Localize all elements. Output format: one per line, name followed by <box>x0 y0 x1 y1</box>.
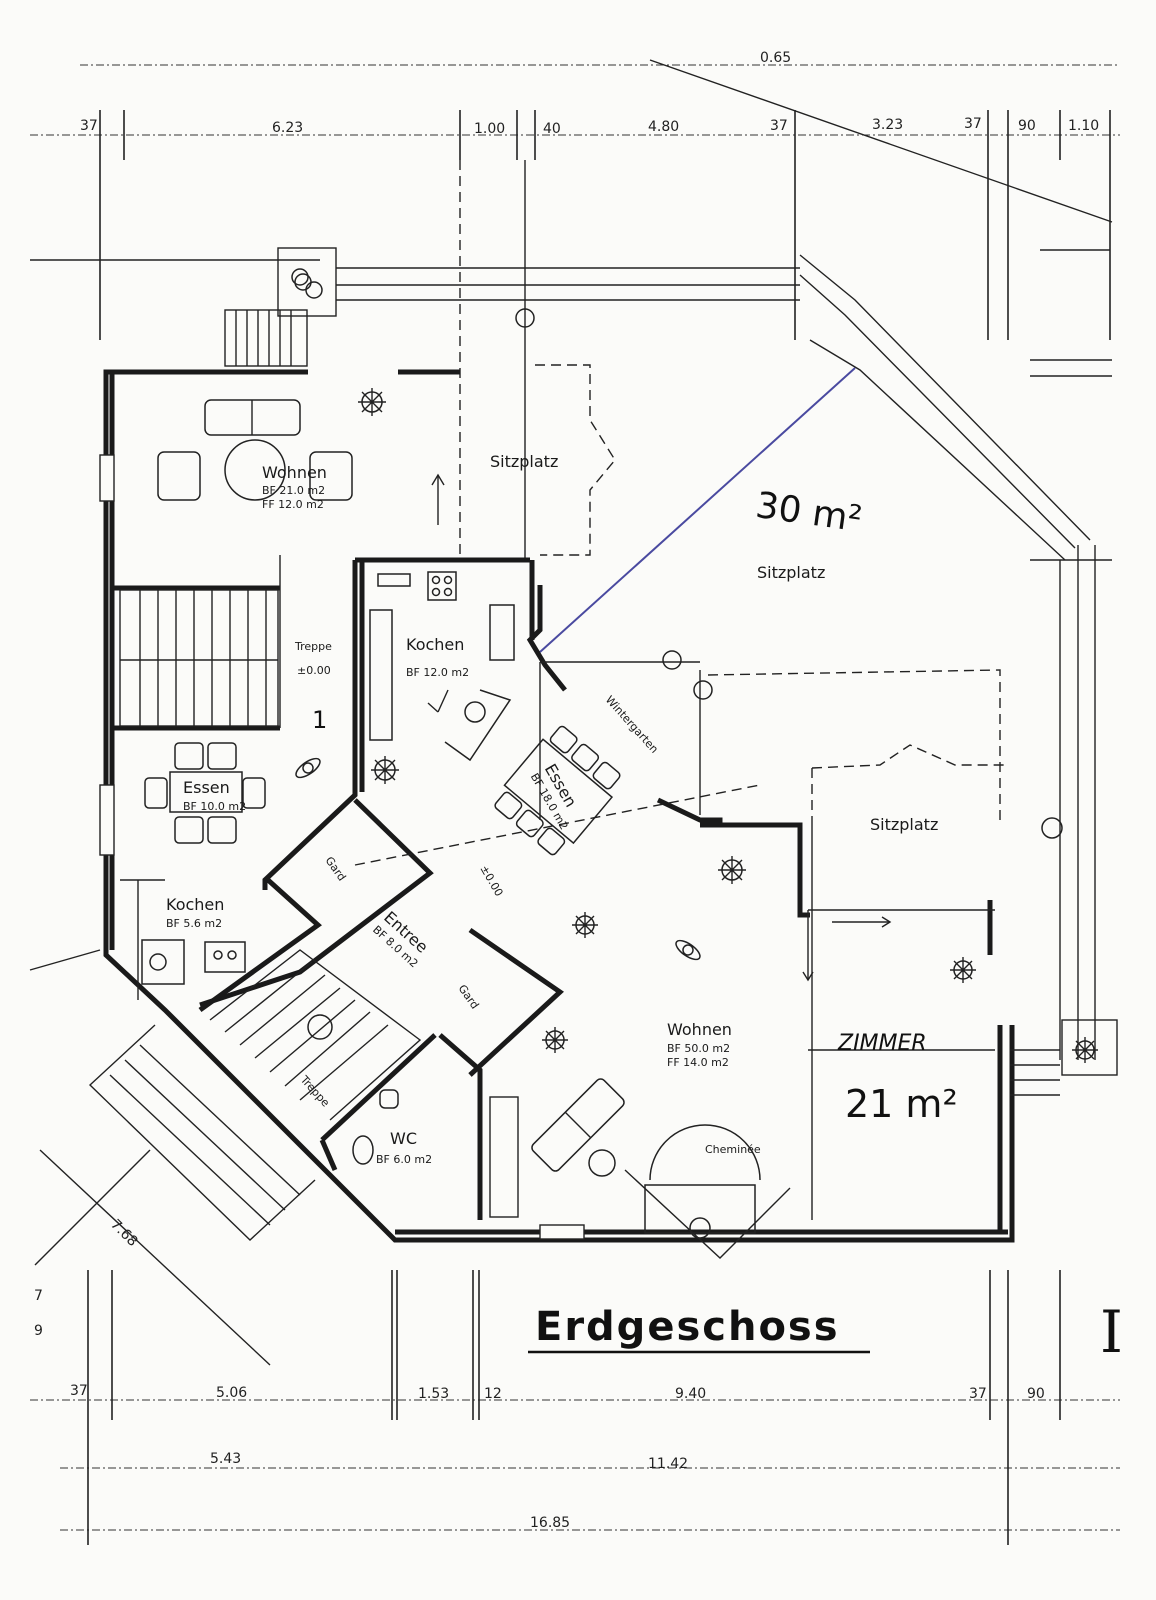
wc-label: WC <box>390 1129 417 1148</box>
cheminee-label: Cheminée <box>705 1143 761 1156</box>
garderobe-1-label: Gard <box>323 854 349 883</box>
zimmer-area: 21 m² <box>845 1082 958 1126</box>
top-dim-2: 1.00 <box>474 121 505 137</box>
sitzplatz-right-label: Sitzplatz <box>757 563 825 582</box>
wohnen-small-ff: FF 12.0 m2 <box>262 498 324 511</box>
top-dim-1: 6.23 <box>272 120 303 136</box>
wohnen-main-ff: FF 14.0 m2 <box>667 1056 729 1069</box>
bottom-dim-3: 12 <box>484 1386 502 1402</box>
treppe-top-level: ±0.00 <box>297 664 331 677</box>
garderobe-2-label: Gard <box>456 982 482 1011</box>
essen-left-bf: BF 10.0 m2 <box>183 800 246 813</box>
level-mid: ±0.00 <box>477 863 505 899</box>
bottom-dim-row2-1: 11.42 <box>648 1456 688 1472</box>
sitzplatz-top-label: Sitzplatz <box>490 452 558 471</box>
stairs-lower <box>209 949 422 1121</box>
bottom-dim-5: 37 <box>969 1386 987 1402</box>
stair-mark: 1 <box>312 706 327 734</box>
top-dim-9: 1.10 <box>1068 118 1099 134</box>
bottom-dim-2: 1.53 <box>418 1386 449 1402</box>
exterior-stairs <box>29 949 1118 1366</box>
plan-title: Erdgeschoss <box>535 1304 840 1350</box>
diag-dim: 7.68 <box>107 1217 140 1250</box>
left-mark-0: 7 <box>34 1288 43 1304</box>
zimmer-label: ZIMMER <box>837 1031 927 1056</box>
bottom-dim-4: 9.40 <box>675 1386 706 1402</box>
bottom-dim-6: 90 <box>1027 1386 1045 1402</box>
top-dim-3: 40 <box>543 121 561 137</box>
terrace-outlines <box>354 364 1008 866</box>
top-cut-dim: 0.65 <box>760 50 791 66</box>
top-dim-7: 37 <box>964 116 982 132</box>
columns <box>307 650 1063 1239</box>
wohnen-small-label: Wohnen <box>262 463 327 482</box>
treppe-top-label: Treppe <box>294 640 332 653</box>
wohnen-small-bf: BF 21.0 m2 <box>262 484 325 497</box>
corner-mark: I <box>1100 1298 1123 1366</box>
bottom-dim-0: 37 <box>70 1383 88 1399</box>
north-terrace <box>224 160 1112 1060</box>
kochen-main-bf: BF 12.0 m2 <box>406 666 469 679</box>
handwritten-area: 30 m² <box>753 485 864 540</box>
essen-left-label: Essen <box>183 778 230 797</box>
top-dimension-chain: 37 6.23 1.00 40 4.80 37 3.23 37 90 1.10 … <box>30 50 1120 340</box>
top-dim-6: 3.23 <box>872 117 903 133</box>
bottom-dimension-chains: 37 5.06 1.53 12 9.40 37 90 5.43 11.42 16… <box>30 1270 1120 1545</box>
top-dim-0: 37 <box>80 118 98 134</box>
blue-sketch-line <box>539 367 856 653</box>
furniture <box>120 399 791 1259</box>
treppe-lower-label: Treppe <box>297 1073 332 1110</box>
wohnen-main-label: Wohnen <box>667 1020 732 1039</box>
stairs-upper <box>119 589 279 727</box>
bottom-dim-1: 5.06 <box>216 1385 247 1401</box>
top-dim-4: 4.80 <box>648 119 679 135</box>
exterior-walls <box>99 369 1015 1243</box>
kochen-small-label: Kochen <box>166 895 224 914</box>
annotations <box>295 473 892 982</box>
kochen-main-label: Kochen <box>406 635 464 654</box>
bottom-dim-row2-0: 5.43 <box>210 1451 241 1467</box>
top-dim-5: 37 <box>770 118 788 134</box>
wintergarten-label: Wintergarten <box>603 693 661 756</box>
bottom-total: 16.85 <box>530 1515 570 1531</box>
wc-bf: BF 6.0 m2 <box>376 1153 432 1166</box>
kochen-small-bf: BF 5.6 m2 <box>166 917 222 930</box>
plan-title-block: Erdgeschoss I 7 9 7.68 <box>34 1217 1123 1366</box>
plant-symbols <box>294 273 1098 1063</box>
sitzplatz-small-label: Sitzplatz <box>870 815 938 834</box>
wohnen-main-bf: BF 50.0 m2 <box>667 1042 730 1055</box>
left-mark-1: 9 <box>34 1323 43 1339</box>
top-dim-8: 90 <box>1018 118 1036 134</box>
